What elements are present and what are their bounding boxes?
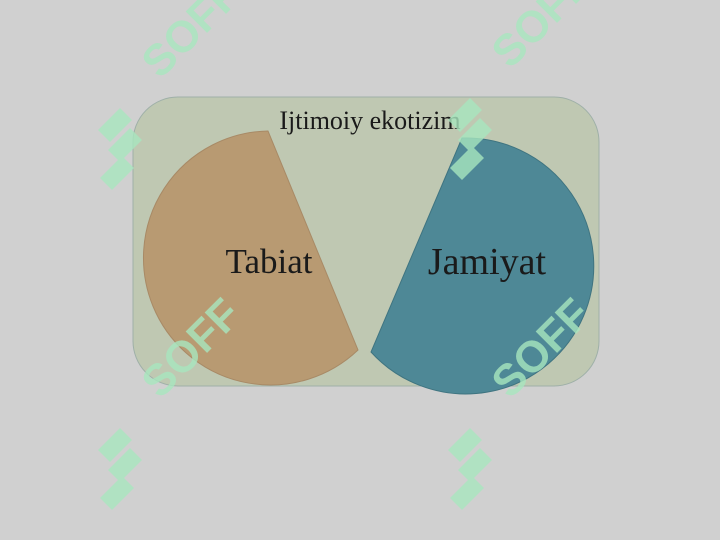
- container-label: Ijtimoiy ekotizim: [279, 106, 460, 135]
- watermark-mark-icon: [98, 108, 142, 190]
- society-label: Jamiyat: [428, 241, 547, 283]
- watermark-mark-icon: [448, 428, 492, 510]
- watermark-mark-icon: [448, 98, 492, 180]
- watermark-text: SOFF: [482, 0, 600, 77]
- watermark-text: SOFF: [132, 0, 250, 87]
- society-shape: [370, 137, 595, 395]
- nature-shape: [142, 130, 359, 386]
- watermark-mark-icon: [98, 428, 142, 510]
- nature-label: Tabiat: [226, 242, 313, 281]
